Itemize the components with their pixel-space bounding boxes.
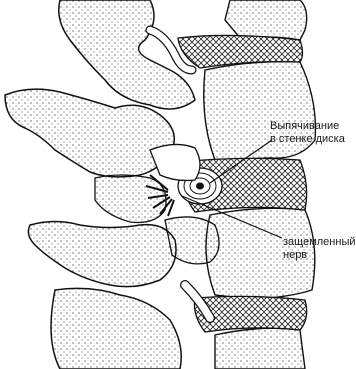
bulge-label-line1: Выпячивание [270,120,345,133]
nerve-label-line1: защемленный [283,236,356,249]
bulge-label: Выпячивание в стенке диска [270,120,345,146]
nerve-label: защемленный нерв [283,236,356,262]
bulge-label-line2: в стенке диска [270,133,345,146]
nerve-label-line2: нерв [283,249,356,262]
